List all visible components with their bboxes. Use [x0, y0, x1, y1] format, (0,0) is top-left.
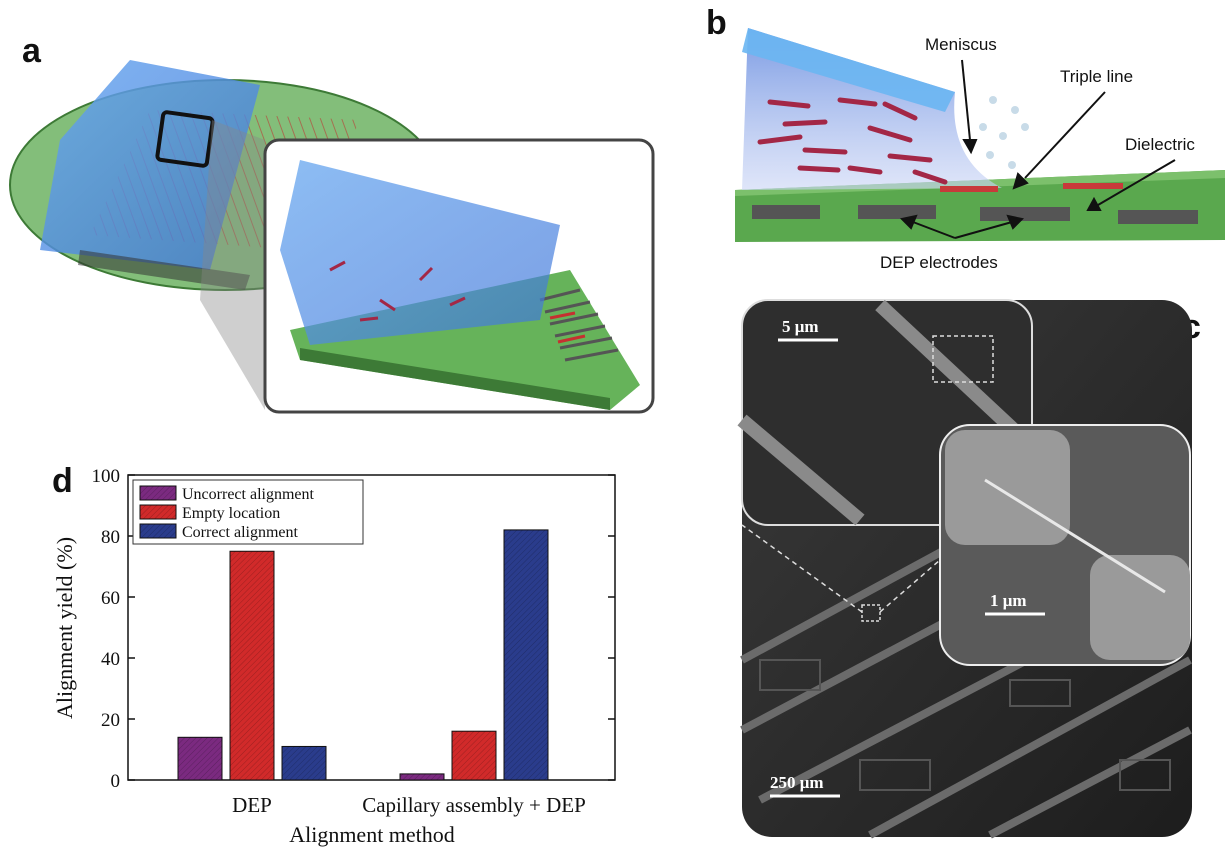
dep-electrode [1118, 210, 1198, 224]
zoom-box [155, 110, 215, 168]
legend-swatch-hatch [140, 486, 176, 500]
label-meniscus: Meniscus [925, 35, 997, 54]
y-axis-label: Alignment yield (%) [52, 537, 77, 719]
legend-entry: Correct alignment [182, 524, 299, 541]
bar-hatch [400, 773, 444, 780]
panel-d-bar-chart: 0 20 40 60 80 100 DEP Capillary assembly + DEP… [52, 466, 616, 847]
panel-label-d: d [52, 462, 73, 500]
x-category-label: Capillary assembly + DEP [362, 793, 586, 817]
plot-frame [127, 474, 616, 781]
panel-label-a: a [22, 32, 41, 70]
bar-hatch [504, 529, 548, 780]
panel-c-sem-image: 5 μm 1 μm 250 μm [737, 299, 1192, 839]
label-triple-line: Triple line [1060, 67, 1133, 86]
bar-hatch [178, 737, 222, 780]
bar-hatch [452, 731, 496, 780]
label-dielectric: Dielectric [1125, 135, 1195, 154]
liquid-droplet-shape [40, 60, 260, 270]
legend-swatch-hatch [140, 524, 176, 538]
bar-hatch [282, 746, 326, 780]
scale-bar-1um: 1 μm [990, 591, 1027, 610]
panel-label-b: b [706, 4, 727, 42]
panel-a-wafer-illustration [9, 60, 655, 414]
y-tick-label: 60 [101, 588, 120, 609]
legend-swatch-hatch [140, 505, 176, 519]
x-axis-label: Alignment method [289, 822, 455, 847]
label-dep-electrodes: DEP electrodes [880, 253, 998, 272]
scale-bar-250um: 250 μm [770, 773, 824, 792]
x-category-label: DEP [232, 793, 272, 817]
legend-entry: Uncorrect alignment [182, 486, 315, 503]
dep-electrode [980, 207, 1070, 221]
y-tick-label: 80 [101, 527, 120, 548]
y-tick-label: 40 [101, 649, 120, 670]
dep-electrode [858, 205, 936, 219]
bar-hatch [230, 551, 274, 780]
aligned-nanowire [940, 186, 998, 192]
y-tick-label: 20 [101, 710, 120, 731]
y-tick-label: 0 [111, 771, 121, 792]
legend-entry: Empty location [182, 505, 280, 522]
panel-b-schematic: Meniscus Triple line Dielectric DEP elec… [735, 28, 1225, 272]
aligned-nanowire [1063, 183, 1123, 189]
scale-bar-5um: 5 μm [782, 317, 819, 336]
dep-electrode [752, 205, 820, 219]
y-tick-label: 100 [92, 466, 121, 487]
